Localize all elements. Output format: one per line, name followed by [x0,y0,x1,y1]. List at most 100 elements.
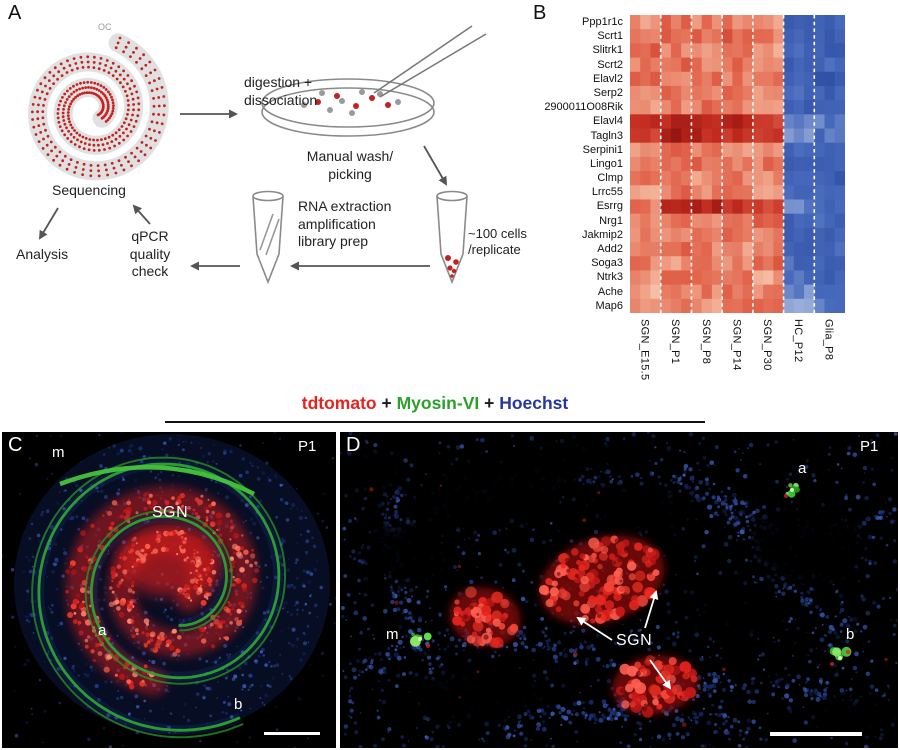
panel-d: D P1 a m b SGN [330,430,900,750]
heatmap-cell [793,114,805,129]
heatmap-cell [660,15,672,30]
heatmap-cell [691,43,703,58]
heatmap-cell [814,185,825,200]
heatmap-cell [804,227,815,243]
gene-label: Nrg1 [599,214,623,227]
heatmap-cell [732,142,744,158]
heatmap-cell [691,227,703,243]
heatmap-cell [660,114,672,129]
heatmap-cell [763,156,774,172]
heatmap-cell [793,256,805,271]
heatmap-cell [650,15,662,30]
heatmap-cell [640,298,651,313]
heatmap-cell [722,114,733,129]
heatmap-cell [630,128,641,144]
heatmap-cell [630,85,641,101]
cochlea-wholemount-image [1,430,338,749]
heatmap-cell [681,142,692,158]
heatmap-cell [804,156,815,172]
column-label: SGN_P8 [699,319,712,365]
heatmap-cell [752,128,764,144]
expression-heatmap [630,15,845,313]
heatmap-cell [701,128,713,144]
step-qpcr: qPCR quality check [129,228,171,279]
heatmap-cell [691,128,703,144]
heatmap-cell [824,270,836,286]
heatmap-cell [722,156,733,172]
heatmap-cell [793,71,805,87]
heatmap-cell [742,43,754,58]
heatmap-cell [640,284,651,300]
heatmap-cell [650,85,662,101]
heatmap-cell [834,43,845,58]
heatmap-cell [660,171,672,186]
heatmap-cell [742,156,754,172]
heatmap-cell [670,185,682,200]
heatmap-cell [660,142,672,158]
heatmap-cell [711,171,723,186]
heatmap-cell [722,270,733,286]
gene-label: Tagln3 [590,129,623,142]
heatmap-cell [640,71,651,87]
heatmap-cell [722,185,733,200]
sgn-red-layer [65,486,260,696]
heatmap-cell [752,29,764,44]
heatmap-cell [670,256,682,271]
heatmap-cell [722,128,733,144]
heatmap-cell [814,29,825,44]
heatmap-cell [793,213,805,229]
heatmap-cell [732,270,744,286]
heatmap-cell [824,256,836,271]
heatmap-cell [701,171,713,186]
heatmap-cell [732,85,744,101]
heatmap-cell [711,43,723,58]
column-label: SGN_P14 [730,319,743,371]
heatmap-cell [773,227,784,243]
heatmap-cell [691,171,703,186]
dish-cells [301,89,401,116]
heatmap-cell [773,29,784,44]
heatmap-cell [650,242,662,257]
heatmap-cell [691,71,703,87]
heatmap-cell [670,29,682,44]
heatmap-cell [732,100,744,115]
heatmap-cell [650,227,662,243]
heatmap-cell [670,171,682,186]
heatmap-cell [630,284,641,300]
haircell-green-spots [410,482,852,666]
caption-part: + [479,393,500,413]
gene-label: Scrt1 [597,30,623,43]
heatmap-cell [742,227,754,243]
heatmap-cell [732,298,744,313]
heatmap-cell [670,71,682,87]
heatmap-cell [670,213,682,229]
heatmap-cell [681,100,692,115]
heatmap-cell [834,57,845,73]
oc-label: OC [98,22,112,32]
heatmap-cell [814,270,825,286]
heatmap-cell [742,71,754,87]
heatmap-cell [793,43,805,58]
heatmap-cell [711,15,723,30]
heatmap-cell [752,284,764,300]
heatmap-cell [650,128,662,144]
heatmap-cell [701,213,713,229]
heatmap-cell [722,227,733,243]
heatmap-cell [793,185,805,200]
heatmap-cell [834,171,845,186]
heatmap-cell [681,185,692,200]
heatmap-cell [773,71,784,87]
heatmap-cell [814,57,825,73]
heatmap-cell [824,284,836,300]
gene-label: Lrrc55 [591,186,623,199]
heatmap-cell [834,128,845,144]
heatmap-cell [701,29,713,44]
heatmap-cell [650,57,662,73]
heatmap-cell [783,298,795,313]
heatmap-cell [814,71,825,87]
stage-label: P1 [298,438,317,455]
heatmap-cell [681,242,692,257]
heatmap-cell [763,213,774,229]
heatmap-cell [763,242,774,257]
